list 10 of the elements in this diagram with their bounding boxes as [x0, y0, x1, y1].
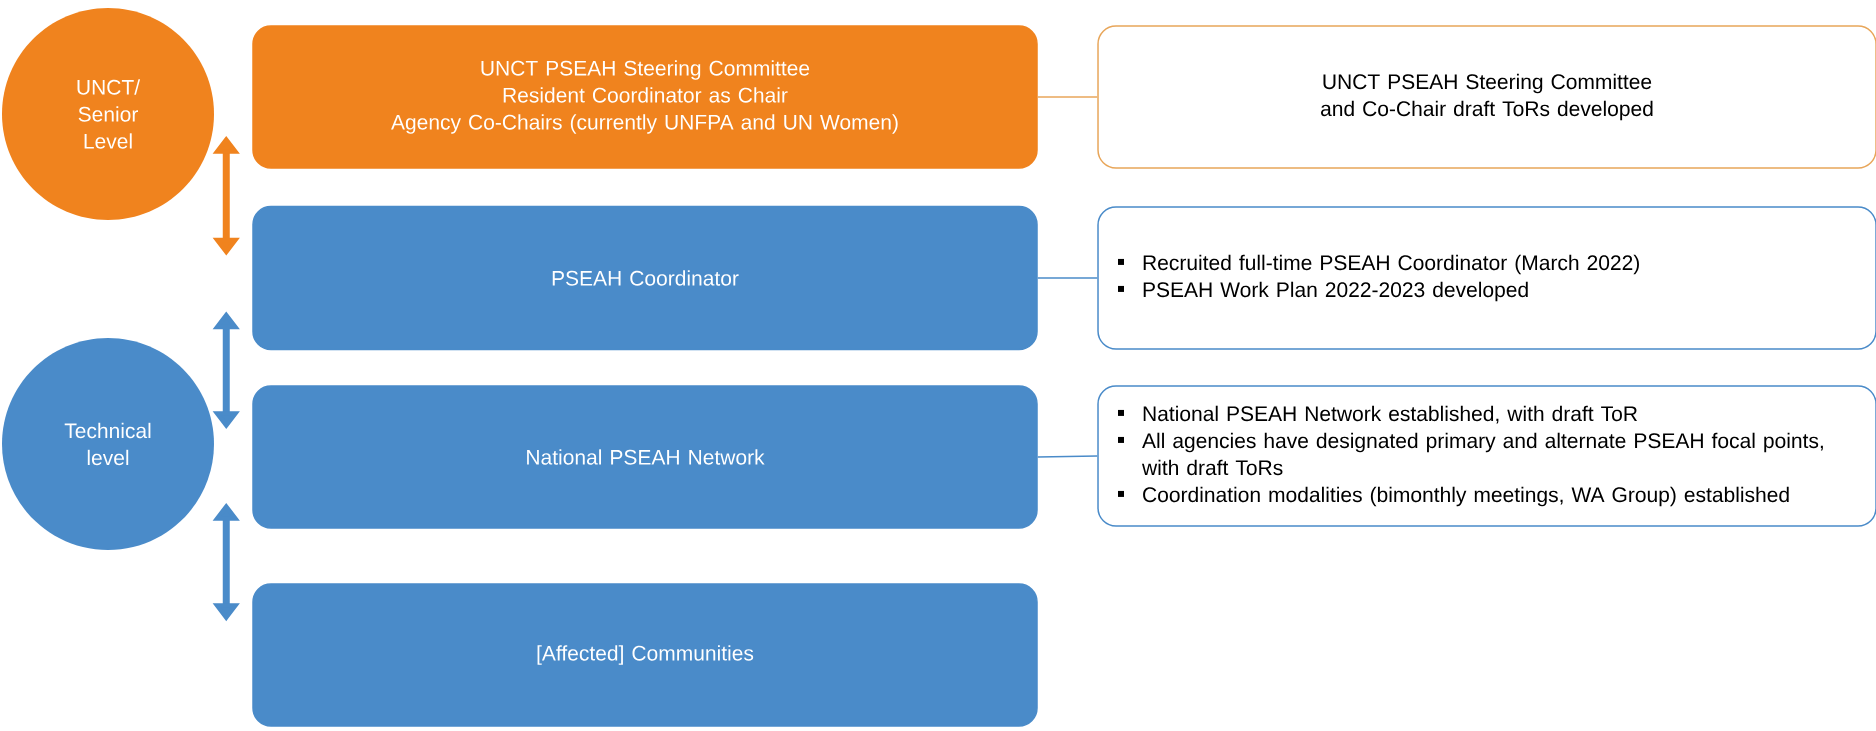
level-box: PSEAH Coordinator — [252, 205, 1038, 351]
status-box: UNCT PSEAH Steering Committee and Co-Chair draft ToRs developed — [1097, 25, 1876, 169]
level-box: National PSEAH Network — [252, 385, 1038, 529]
connector-line — [1037, 277, 1098, 279]
connector-line — [1037, 96, 1098, 98]
status-box: Recruited full-time PSEAH Coordinator (March 2022) PSEAH Work Plan 2022-2023 developed — [1097, 206, 1876, 350]
status-box: National PSEAH Network established, with draft ToR All agencies have designated primary and alternate PSEAH focal points, with draft ToRs Coordination modalities (bimonthly meetings, WA Group) established — [1097, 385, 1876, 527]
connector-line — [1037, 455, 1098, 458]
level-box: [Affected] Communities — [252, 583, 1038, 727]
level-box: UNCT PSEAH Steering Committee Resident Coordinator as Chair Agency Co-Chairs (currently UNFPA and UN Women) — [252, 25, 1038, 169]
